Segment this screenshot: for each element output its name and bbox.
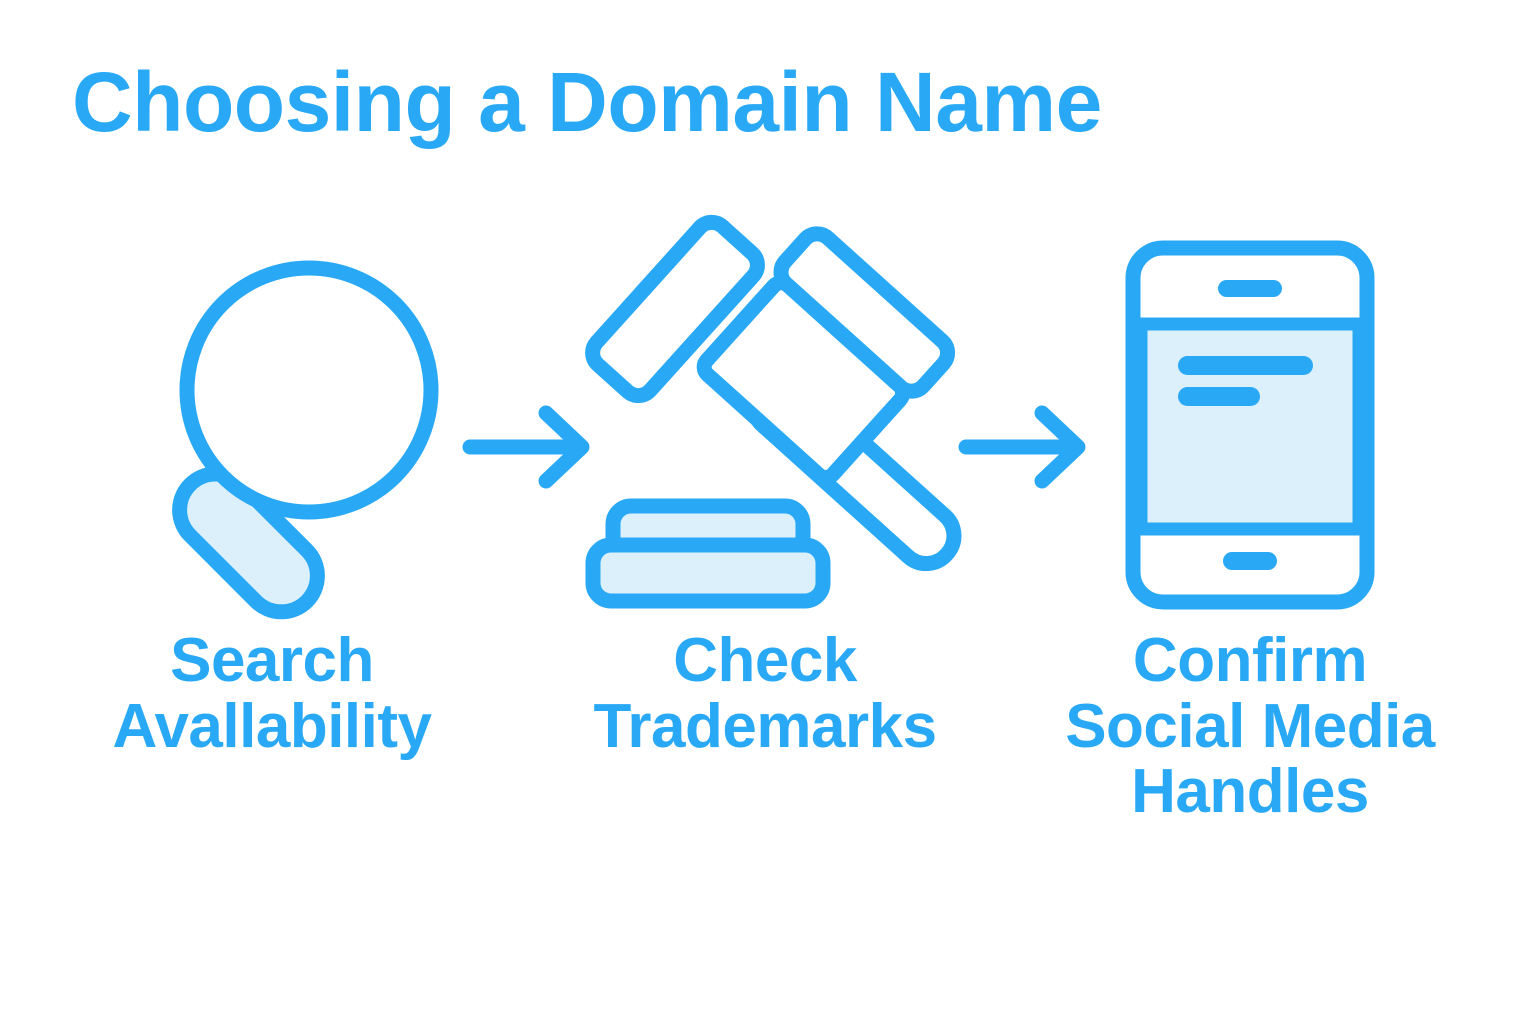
arrow-2 xyxy=(958,404,1088,490)
step-2-label: Check Trademarks xyxy=(555,628,975,759)
step-3-label-line-1: Confirm xyxy=(1132,626,1368,695)
smartphone-icon xyxy=(1125,240,1375,610)
step-2-icon-wrap xyxy=(555,214,975,620)
arrow-right-icon xyxy=(958,405,1086,489)
step-3-icon-wrap xyxy=(1040,230,1460,620)
step-1-label-line-2: Avallability xyxy=(112,691,432,761)
step-confirm-social-handles: Confirm Social Media Handles xyxy=(1040,230,1460,825)
arrow-right-icon xyxy=(462,405,590,489)
gavel-icon xyxy=(585,214,962,609)
step-3-label-line-2: Social Media xyxy=(1065,691,1435,761)
step-search-availability: Search Avallability xyxy=(62,230,482,759)
step-2-label-line-1: Check xyxy=(673,626,857,695)
step-3-label: Confirm Social Media Handles xyxy=(1020,628,1480,825)
step-2-label-line-2: Trademarks xyxy=(593,691,937,761)
step-3-label-line-3: Handles xyxy=(1131,757,1369,827)
step-check-trademarks: Check Trademarks xyxy=(555,214,975,759)
step-1-label: Search Avallability xyxy=(62,628,482,759)
page-title: Choosing a Domain Name xyxy=(72,55,1102,149)
step-1-label-line-1: Search xyxy=(170,626,374,695)
arrow-1 xyxy=(462,404,592,490)
magnifying-glass-icon xyxy=(172,260,439,620)
step-1-icon-wrap xyxy=(62,230,482,620)
